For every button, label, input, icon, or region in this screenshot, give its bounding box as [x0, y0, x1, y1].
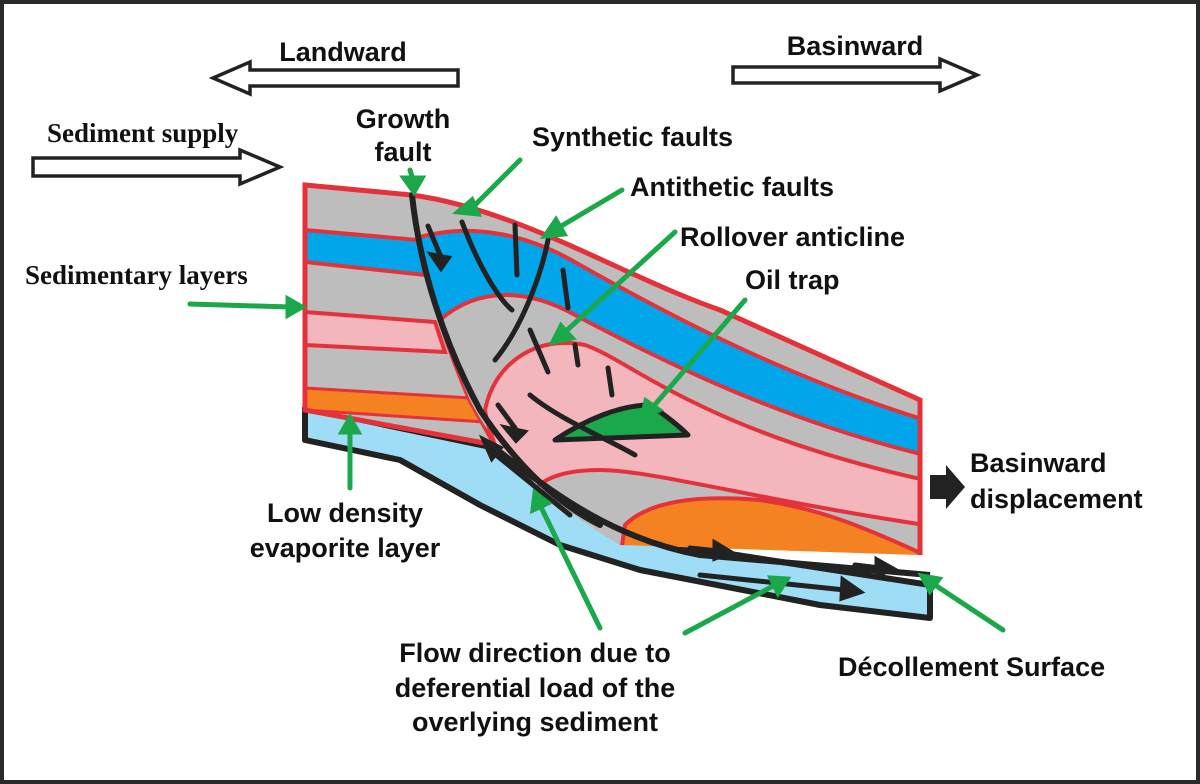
- low-density-label-line2: evaporite layer: [250, 533, 441, 563]
- hangingwall-block: [411, 192, 923, 555]
- flow-direction-label-line3: overlying sediment: [412, 707, 658, 737]
- growth-fault-label-line1: Growth: [356, 104, 451, 134]
- sedimentary-layers-label: Sedimentary layers: [25, 260, 248, 290]
- low-density-label-line1: Low density: [267, 498, 423, 528]
- decollement-surface-label: Décollement Surface: [838, 652, 1105, 682]
- oil-trap-label: Oil trap: [745, 265, 840, 295]
- basinward-displacement-label-line1: Basinward: [970, 448, 1107, 478]
- basinward-displacement-arrow: [930, 465, 965, 509]
- synthetic-faults-label: Synthetic faults: [532, 122, 733, 152]
- label-pointers: [187, 157, 1006, 636]
- growth-fault-line: [409, 192, 603, 528]
- landward-arrow: [208, 59, 460, 97]
- flow-direction-label-line1: Flow direction due to: [399, 638, 671, 668]
- antithetic-faults-label: Antithetic faults: [630, 172, 834, 202]
- flow-direction-label-line2: deferential load of the: [395, 673, 676, 703]
- growth-fault-label-line2: fault: [375, 137, 432, 167]
- rollover-anticline-label: Rollover anticline: [680, 222, 905, 252]
- decollement-line: [493, 445, 931, 578]
- sediment-supply-arrow: [31, 147, 285, 187]
- small-faults: [459, 219, 638, 458]
- slip-arrows: [425, 223, 899, 602]
- basinward-displacement-label-line2: displacement: [970, 484, 1143, 514]
- footwall-block: [302, 182, 500, 449]
- basinward-arrow: [731, 56, 982, 94]
- direction-arrows: [31, 56, 982, 187]
- landward-label: Landward: [279, 37, 407, 67]
- basinward-label: Basinward: [787, 31, 924, 61]
- sediment-supply-label: Sediment supply: [47, 118, 239, 148]
